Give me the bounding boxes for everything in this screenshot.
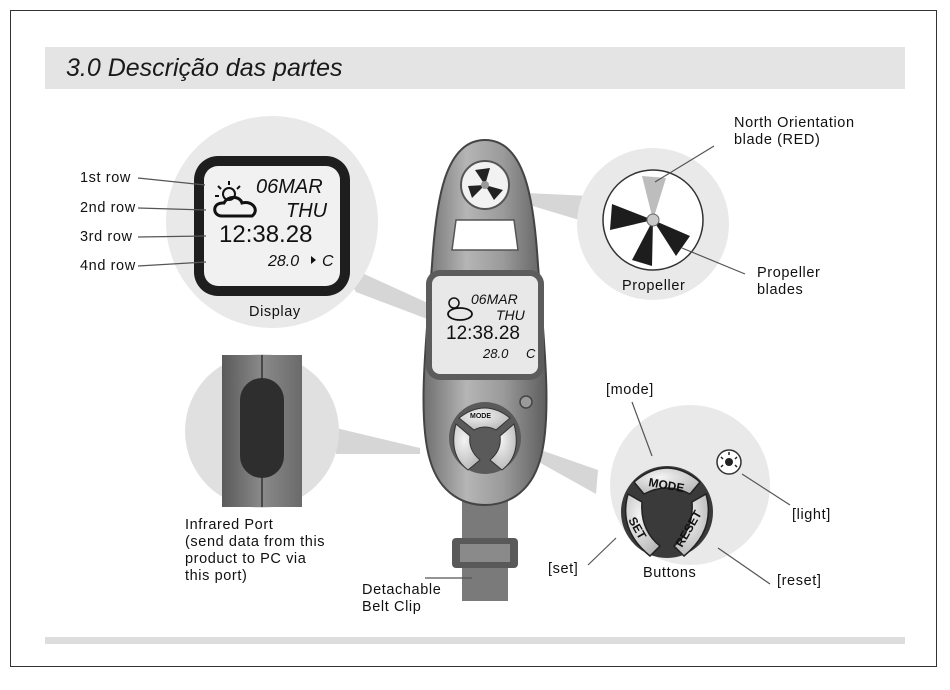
belt-clip xyxy=(452,497,518,601)
propeller-blade xyxy=(653,220,690,256)
label-4th-row: 4nd row xyxy=(80,258,136,274)
label-reset: [reset] xyxy=(777,573,822,589)
device-cloud-icon xyxy=(447,307,473,321)
infrared-callout xyxy=(185,354,339,508)
leader-lines xyxy=(137,145,791,585)
device-time: 12:38.28 xyxy=(446,323,520,344)
label-buttons: Buttons xyxy=(643,565,697,581)
display-unit: C xyxy=(322,253,334,270)
label-mode: [mode] xyxy=(606,382,654,398)
infrared-port-window xyxy=(240,378,284,478)
display-sun-icon xyxy=(222,187,236,201)
device-unit: C xyxy=(526,346,536,361)
display-date: 06MAR xyxy=(256,176,323,198)
display-temperature: 28.0 xyxy=(267,253,299,270)
device-body: MODE xyxy=(422,138,548,507)
reset-button-shape xyxy=(672,492,710,558)
propeller-callout xyxy=(577,148,729,300)
label-propeller: Propeller xyxy=(622,278,686,294)
page-frame xyxy=(10,10,937,667)
device-temperature: 28.0 xyxy=(482,346,509,361)
small-mode-label: MODE xyxy=(470,413,491,420)
label-2nd-row: 2nd row xyxy=(80,200,136,216)
device-weekday: THU xyxy=(496,307,526,323)
device-propeller-small xyxy=(468,168,503,200)
display-weekday: THU xyxy=(286,200,328,222)
propeller-blade xyxy=(610,204,653,230)
label-light: [light] xyxy=(792,507,831,523)
infrared-callout-wedge xyxy=(336,428,420,454)
display-callout: 06MAR THU 12:38.28 28.0 C xyxy=(166,116,378,328)
header-bar xyxy=(45,47,905,89)
north-orientation-blade xyxy=(642,176,666,220)
device-date: 06MAR xyxy=(471,291,518,307)
set-button-shape xyxy=(624,492,662,558)
buttons-callout: MODE SET RESET xyxy=(610,405,770,565)
propeller-blade xyxy=(632,220,653,266)
footer-bar xyxy=(45,637,905,644)
label-3rd-row: 3rd row xyxy=(80,229,133,245)
label-set: [set] xyxy=(548,561,579,577)
mode-button-label: MODE xyxy=(647,475,685,495)
device-lcd-text: 06MAR THU 12:38.28 28.0 C xyxy=(446,291,536,361)
mode-button-shape xyxy=(632,467,702,495)
display-sun-rays xyxy=(215,181,241,197)
label-1st-row: 1st row xyxy=(80,170,131,186)
display-time: 12:38.28 xyxy=(219,221,312,248)
page-title: 3.0 Descrição das partes xyxy=(66,54,343,82)
label-display: Display xyxy=(249,304,301,320)
display-cloud-icon xyxy=(213,195,257,218)
